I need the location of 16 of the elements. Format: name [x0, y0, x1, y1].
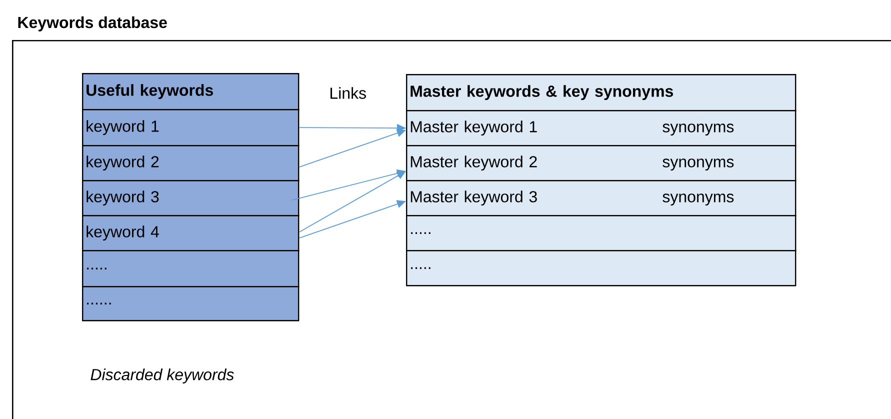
- synonyms-text: synonyms: [662, 158, 734, 171]
- table-cell: .....: [82, 250, 300, 288]
- table-cell: keyword 3: [82, 180, 300, 216]
- synonyms-text: synonyms: [662, 124, 734, 136]
- table-cell: ......: [82, 286, 300, 322]
- table-cell: keyword 4: [82, 215, 300, 252]
- label: Links: [330, 87, 366, 99]
- table-header: Useful keywords: [82, 73, 300, 110]
- table-cell: .....: [406, 215, 796, 252]
- label: Discarded keywords: [90, 368, 234, 384]
- table-cell: keyword 2: [82, 145, 300, 182]
- synonyms-text: synonyms: [662, 194, 734, 206]
- table-header: Master keywords & key synonyms: [406, 74, 796, 112]
- frame-heading: Keywords database: [18, 16, 167, 32]
- table-cell: keyword 1: [82, 109, 300, 146]
- table-cell: .....: [406, 250, 796, 286]
